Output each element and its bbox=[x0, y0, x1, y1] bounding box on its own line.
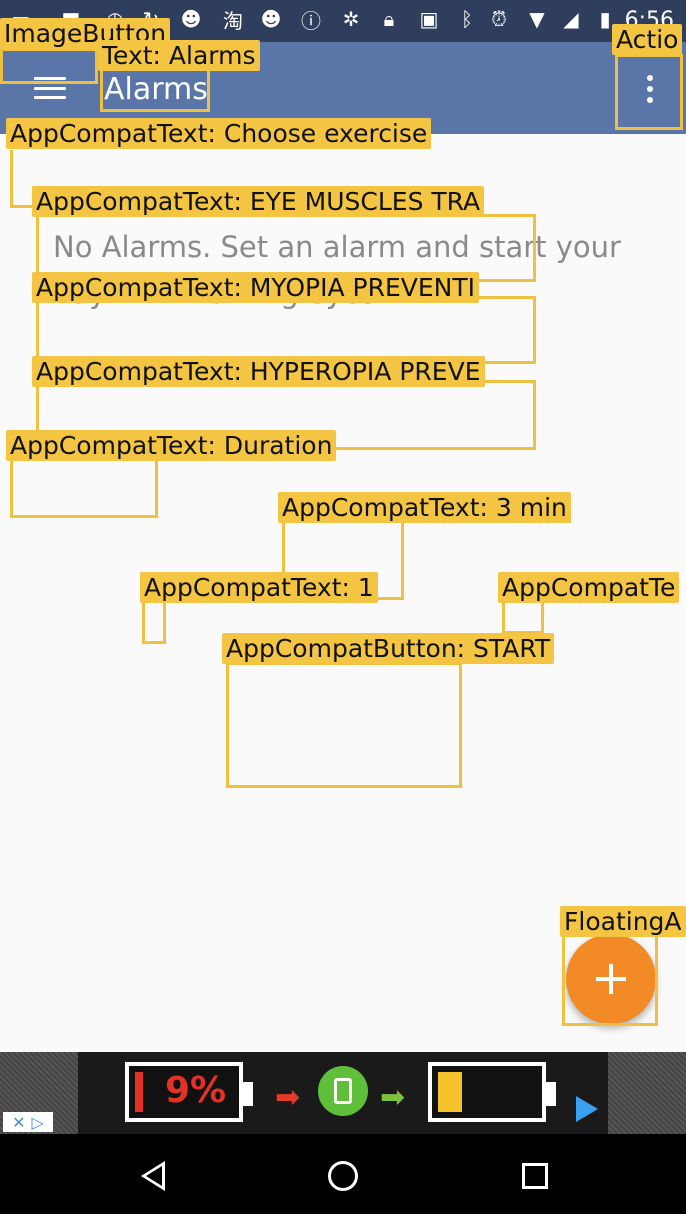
alarm-icon: ⏰︎ bbox=[491, 7, 507, 31]
overlay-box-duration bbox=[10, 456, 158, 518]
overlay-label-3min: AppCompatText: 3 min bbox=[278, 492, 571, 523]
recents-button[interactable] bbox=[510, 1154, 560, 1198]
taobao-icon: 淘 bbox=[223, 8, 243, 33]
overlay-label-text-alarms: Text: Alarms bbox=[98, 40, 260, 71]
bluetooth-icon: ᛒ bbox=[461, 7, 473, 31]
arrow-right-icon: ➡ bbox=[275, 1080, 301, 1115]
home-button[interactable] bbox=[318, 1154, 368, 1198]
overlay-label-action: Actio bbox=[612, 24, 683, 55]
overlay-label-1: AppCompatText: 1 bbox=[140, 572, 378, 603]
phone-battery-icon bbox=[318, 1066, 368, 1116]
navigation-bar bbox=[0, 1134, 686, 1214]
smiley-icon: ☻ bbox=[180, 7, 202, 31]
overlay-label-floating: FloatingA bbox=[560, 906, 686, 937]
overlay-label-appcompat-te: AppCompatTe bbox=[498, 572, 680, 603]
hamburger-icon bbox=[34, 77, 66, 99]
overlay-box-appcompat-te bbox=[502, 600, 544, 634]
overlay-label-start: AppCompatButton: START bbox=[222, 633, 555, 664]
overlay-label-choose-exercise: AppCompatText: Choose exercise bbox=[6, 118, 432, 149]
empty-alarms-message: No Alarms. Set an alarm and start your bbox=[53, 230, 621, 264]
ad-pattern-right bbox=[608, 1052, 686, 1134]
overlay-box-myopia bbox=[36, 296, 536, 364]
fan-icon: ✲ bbox=[342, 7, 360, 31]
overlay-box-1 bbox=[142, 600, 166, 644]
overflow-menu-button[interactable] bbox=[620, 56, 680, 122]
ad-banner[interactable]: ✕▷ 9% ➡ ➡ bbox=[0, 1052, 686, 1134]
arrow-right-icon: ➡ bbox=[380, 1080, 406, 1115]
recents-icon bbox=[522, 1163, 548, 1189]
overlay-box-action bbox=[615, 54, 683, 130]
page-title: Alarms bbox=[104, 72, 208, 107]
overlay-label-duration: AppCompatText: Duration bbox=[6, 430, 337, 461]
battery-percent: 9% bbox=[165, 1070, 227, 1111]
adchoices-icon[interactable]: ✕▷ bbox=[3, 1112, 53, 1132]
overlay-box-fab bbox=[562, 934, 658, 1026]
smiley-icon: ☻ bbox=[260, 7, 282, 31]
more-vert-icon bbox=[647, 75, 653, 103]
battery-low-icon: 9% bbox=[125, 1062, 253, 1122]
add-alarm-fab[interactable] bbox=[566, 934, 656, 1024]
overlay-label-eye-muscles: AppCompatText: EYE MUSCLES TRA bbox=[32, 186, 485, 217]
lock-icon: 🔒︎ bbox=[383, 7, 395, 31]
android-icon: ▣ bbox=[419, 7, 439, 31]
back-icon bbox=[141, 1161, 165, 1191]
menu-button[interactable] bbox=[5, 56, 95, 120]
overlay-label-hyperopia: AppCompatText: HYPEROPIA PREVE bbox=[32, 356, 485, 387]
battery-half-icon bbox=[428, 1062, 556, 1122]
play-store-icon[interactable] bbox=[576, 1096, 598, 1122]
home-icon bbox=[328, 1161, 358, 1191]
overlay-box-start bbox=[226, 662, 462, 788]
wifi-icon: ▼ bbox=[529, 7, 545, 31]
overlay-box-image-button bbox=[0, 48, 98, 84]
plus-icon bbox=[596, 964, 626, 994]
battery-charging-icon: ▮ bbox=[599, 7, 611, 31]
info-icon: ⓘ bbox=[301, 8, 321, 33]
no-signal-icon: ◢ bbox=[563, 7, 579, 31]
overlay-label-myopia: AppCompatText: MYOPIA PREVENTI bbox=[32, 272, 480, 303]
back-button[interactable] bbox=[128, 1154, 178, 1198]
